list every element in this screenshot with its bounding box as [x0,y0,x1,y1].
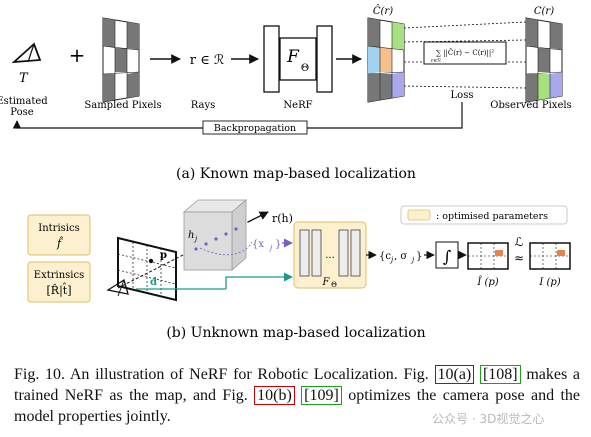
cite-link-108[interactable]: [108] [479,365,521,384]
observed-symbol: C(r) [534,6,554,17]
integral-symbol: ∫ [443,247,451,266]
loss-formula-box [423,41,507,65]
x-subscript: j [268,244,273,252]
caption-text-5: optimizes the camera pose and the model … [14,387,580,425]
rays-label: Rays [191,100,216,111]
network-symbol: F [322,277,331,288]
x-close: } [275,239,281,250]
network-layers [299,229,361,277]
rendered-image-grid [467,242,509,270]
pixel-point [148,258,154,264]
legend-label: : optimised parameters [436,211,548,222]
caption-text-3: makes a trained NeRF as the map, and Fig… [14,366,580,404]
figure-caption: Fig. 10. An illustration of NeRF for Rob… [14,364,580,427]
legend-box [400,205,568,225]
plus-sign: + [69,43,86,67]
cite-link-109[interactable]: [109] [301,386,342,405]
h-symbol: h [188,230,194,241]
loss-label: Loss [451,90,474,101]
arrow-direction-to-network [225,272,293,289]
panel-a-caption: (a) Known map-based localization [176,166,416,182]
ref-link-10a[interactable]: 10(a) [434,365,475,384]
intrinsics-label: Intrisics [38,223,79,234]
nerf-subscript: Θ [301,63,309,74]
sample-points [194,227,238,251]
extrinsics-label: Extrinsics [34,270,84,281]
pose-label-line2: Pose [10,107,33,118]
c-sigma-close: } [416,251,422,262]
panel-b: Intrisics f̂ Extrinsics [R̂|t̂] : optimi… [27,199,571,341]
network-subscript: Θ [331,281,337,289]
ray-line-head [247,211,269,223]
panel-b-caption: (b) Unknown map-based localization [166,325,425,341]
loss-formula: ∑ ||Ĉ(r) − C(r)||² [436,48,494,57]
observed-pixels-grid [525,17,563,103]
nerf-symbol: F [286,47,300,67]
sigma-tail: , σ [394,251,407,262]
observed-image-grid [529,242,571,270]
nerf-network-icon [263,25,333,93]
d-symbol: d [150,277,157,288]
c-sigma: {c [379,251,391,262]
pose-symbol: T [19,71,29,86]
sigma-subscript: j [410,256,415,264]
ihat-symbol: Î (p) [476,276,498,288]
backprop-label-box [202,120,308,135]
camera-pose-icon [11,42,42,64]
h-subscript: j [193,235,198,243]
ray-symbol: r(h) [272,212,293,225]
watermark: 公众号 · 3D视觉之心 [432,412,545,426]
rays-math: r ∈ ℛ [190,53,224,68]
scene-volume-cube [182,199,248,271]
intrinsics-symbol: f̂ [56,237,63,250]
iobs-symbol: I (p) [538,277,560,288]
rendered-pixels-grid [367,17,405,103]
extrinsics-box [27,261,91,303]
sample-link-curve [199,241,253,256]
sampled-pixels-grid [102,17,140,103]
loss-formula-sub: r∈ℛ [431,58,441,64]
rendered-symbol: Ĉ(r) [373,5,393,17]
pose-label-line1: Estimated [0,96,48,107]
network-dots: ... [325,250,335,261]
ref-link-10b[interactable]: 10(b) [254,386,295,405]
legend-swatch [407,209,431,221]
caption-text-1: Fig. 10. An illustration of NeRF for Rob… [14,366,435,383]
observed-pixels-label: Observed Pixels [490,100,571,111]
p-symbol: p [160,250,167,261]
image-plane [117,236,177,302]
loss-symbol: ℒ [515,235,524,249]
intrinsics-box [27,214,91,256]
approx-symbol: ≈ [514,251,524,265]
camera-icon [106,278,129,297]
panel-a: T Estimated Pose + Sampled Pixels r ∈ ℛ … [0,5,572,182]
x-set: {x [252,239,264,250]
c-subscript: j [389,256,394,264]
extrinsics-symbol: [R̂|t̂] [47,283,72,298]
backprop-label: Backpropagation [214,123,296,134]
sampled-pixels-label: Sampled Pixels [84,100,161,111]
nerf-label: NeRF [283,100,312,111]
